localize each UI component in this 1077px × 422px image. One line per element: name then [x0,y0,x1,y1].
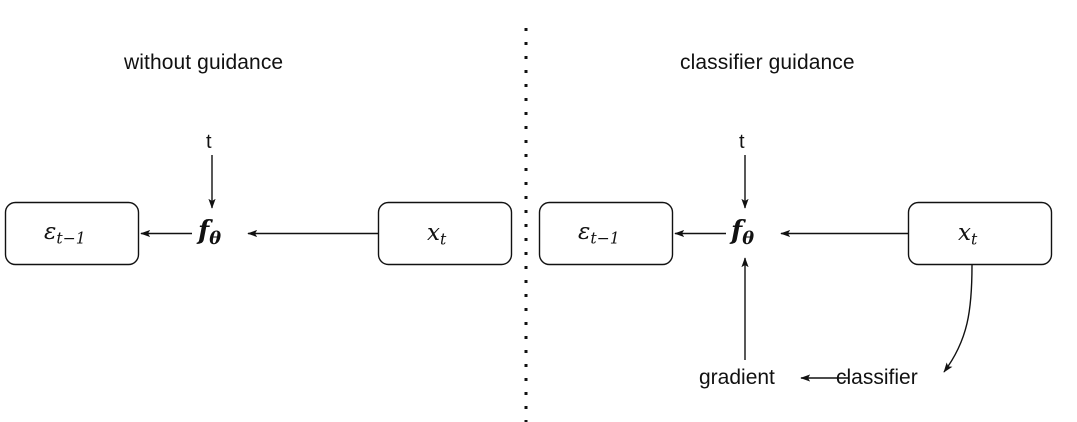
theta-subscript-right: θ [742,227,754,249]
xt-box-right [907,201,1053,266]
right-panel-graphics [538,155,1053,382]
arrow-xt-to-classifier-curved [943,264,973,373]
timestep-label-left: t [206,131,212,153]
left-panel-graphics [4,155,513,266]
x-subscript-right: t [970,229,978,249]
ftheta-node-label-right: fθ [731,216,754,249]
f-symbol-left: f [198,216,210,246]
epsilon-box-label-right: εt−1 [578,219,620,247]
epsilon-box-right [538,201,674,266]
theta-subscript-left: θ [209,227,221,249]
epsilon-subscript-left: t−1 [56,228,86,248]
ftheta-node-label-left: fθ [198,216,221,249]
epsilon-subscript-right: t−1 [590,228,620,248]
epsilon-symbol-left: ε [44,219,57,245]
panel-title-without-guidance: without guidance [124,51,284,74]
classifier-label: classifier [836,366,918,389]
epsilon-box-left [4,201,140,266]
timestep-label-right: t [739,131,745,153]
xt-box-label-left: xt [427,220,446,248]
gradient-label: gradient [699,366,775,389]
x-subscript-left: t [439,229,447,249]
xt-box-left [377,201,513,266]
xt-box-label-right: xt [958,220,977,248]
x-symbol-left: x [427,220,440,246]
epsilon-box-label-left: εt−1 [44,219,86,247]
f-symbol-right: f [731,216,743,246]
x-symbol-right: x [958,220,971,246]
panel-title-classifier-guidance: classifier guidance [680,51,855,74]
epsilon-symbol-right: ε [578,219,591,245]
